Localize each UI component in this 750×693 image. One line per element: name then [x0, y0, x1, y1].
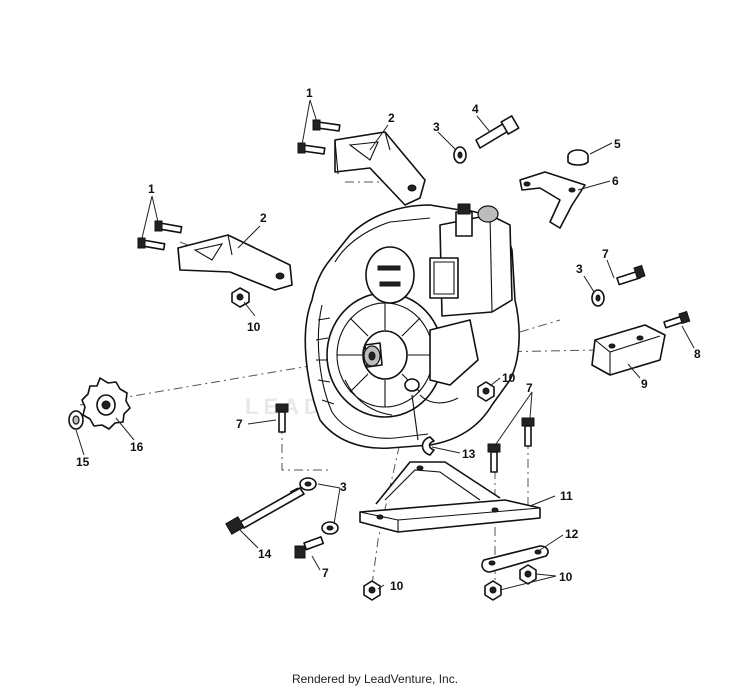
callout-13: 13: [462, 447, 476, 461]
callout-3b: 3: [576, 262, 583, 276]
callout-2b: 2: [260, 211, 267, 225]
washers: [299, 146, 605, 535]
callout-15: 15: [76, 455, 90, 469]
callout-6: 6: [612, 174, 619, 188]
bolt-8: [663, 310, 691, 329]
strap: [481, 545, 549, 573]
bolts-upper: [297, 119, 341, 155]
sprocket: [81, 377, 131, 430]
callout-12: 12: [565, 527, 579, 541]
rubber-block: [591, 324, 666, 376]
mount-bracket-left: [177, 234, 293, 291]
callout-8: 8: [694, 347, 701, 361]
callout-14: 14: [258, 547, 272, 561]
lower-bracket: [359, 461, 541, 533]
callout-10a: 10: [502, 371, 516, 385]
long-bolt: [475, 115, 520, 149]
plug: [567, 149, 589, 166]
clip: [411, 394, 435, 456]
callout-7d: 7: [322, 566, 329, 580]
callout-7a: 7: [602, 247, 609, 261]
callouts: 1 1 2 2 3 3 3 4 5 6 7 7 7 7 8 9 10 10 10…: [76, 86, 701, 593]
callout-4: 4: [472, 102, 479, 116]
callout-3a: 3: [433, 120, 440, 134]
bolts-left: [137, 220, 183, 251]
small-bracket: [519, 171, 586, 229]
callout-7c: 7: [236, 417, 243, 431]
footer-credit: Rendered by LeadVenture, Inc.: [291, 672, 459, 686]
callout-10d: 10: [559, 570, 573, 584]
callout-2a: 2: [388, 111, 395, 125]
callout-7b: 7: [526, 381, 533, 395]
callout-10b: 10: [247, 320, 261, 334]
transmission-housing: [304, 203, 520, 450]
callout-11: 11: [560, 489, 573, 503]
bolts-7: [275, 264, 646, 559]
callout-1a: 1: [306, 86, 313, 100]
callout-16: 16: [130, 440, 144, 454]
leader-lines: [75, 99, 695, 591]
long-bolt-14: [225, 487, 305, 535]
callout-3c: 3: [340, 480, 347, 494]
retaining-ring: [68, 410, 84, 430]
mount-bracket-upper: [334, 131, 426, 206]
callout-10c: 10: [390, 579, 404, 593]
callout-1b: 1: [148, 182, 155, 196]
nuts: [231, 287, 537, 601]
callout-5: 5: [614, 137, 621, 151]
callout-9: 9: [641, 377, 648, 391]
